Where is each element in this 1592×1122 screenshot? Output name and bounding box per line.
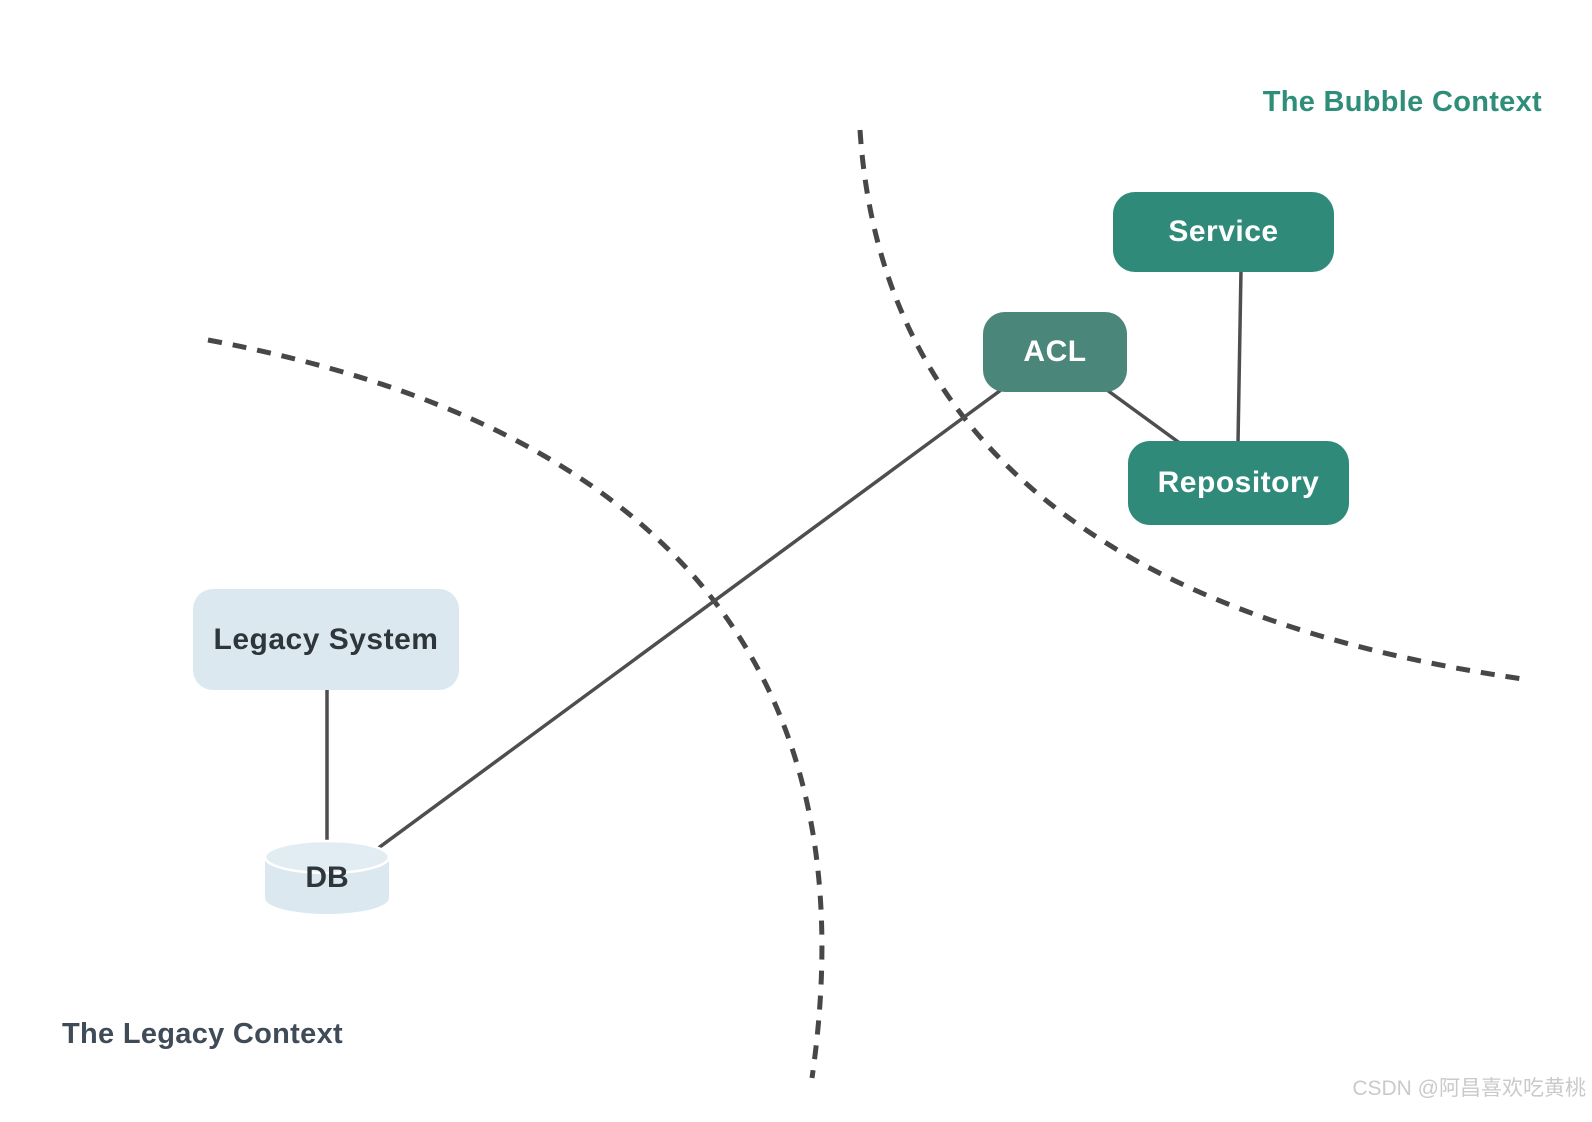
edge-service-repository [1236, 268, 1243, 445]
repository-node: Repository [1128, 441, 1349, 525]
legacy-context-label: The Legacy Context [62, 1018, 343, 1050]
edge-acl-db [375, 388, 1003, 851]
db-cylinder-top [263, 839, 391, 875]
legacy-system-node: Legacy System [193, 589, 459, 690]
legacy-context-boundary-arc [207, 337, 825, 1079]
acl-node: ACL [983, 312, 1127, 392]
bubble-context-label: The Bubble Context [1262, 86, 1542, 118]
csdn-watermark: CSDN @阿昌喜欢吃黄桃 [1352, 1077, 1586, 1100]
db-cylinder-shape [263, 839, 391, 914]
service-node: Service [1113, 192, 1334, 272]
edge-acl-repository [1105, 388, 1183, 446]
db-node-label: DB [305, 861, 349, 894]
bubble-context-boundary-arc [857, 129, 1531, 683]
